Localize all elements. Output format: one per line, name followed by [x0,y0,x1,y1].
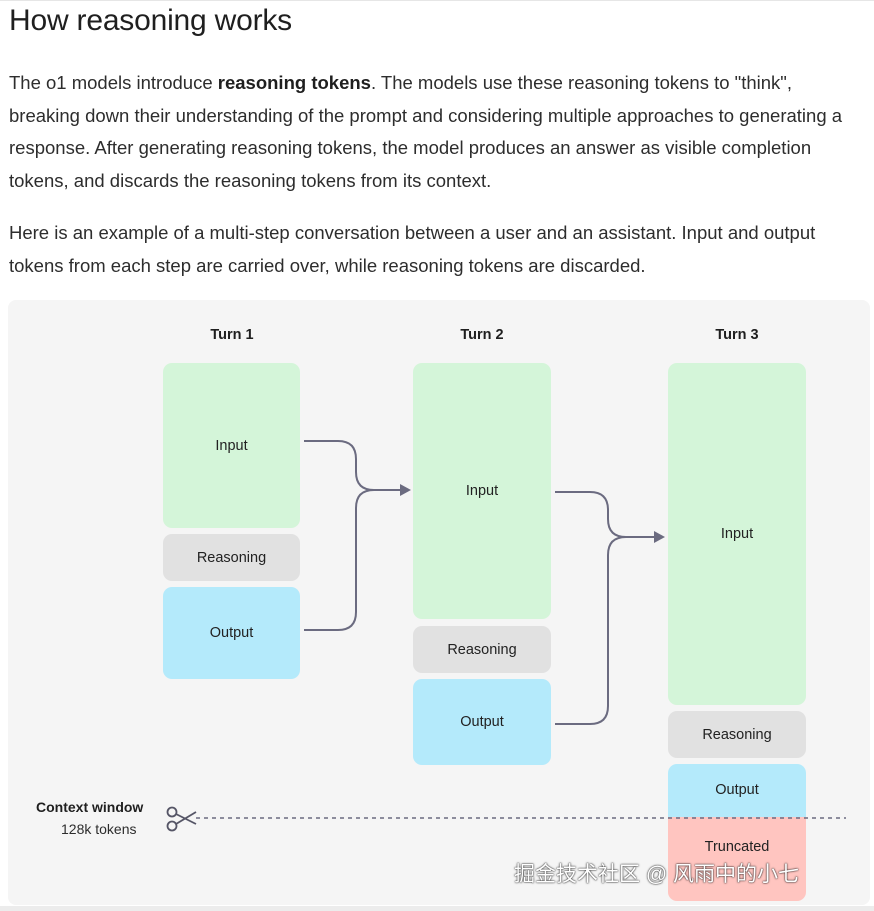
arrow-turn2-input [555,491,654,538]
turn-2-input-label: Input [465,483,499,499]
turn-3-input-label: Input [720,526,754,542]
arrow-turn1-input [304,440,400,491]
turn-3-output-label: Output [715,782,759,798]
arrowhead-turn2 [400,484,411,496]
turn-3-reasoning-block: Reasoning [668,711,806,758]
turn-3-reasoning-label: Reasoning [702,726,772,743]
turn-3-output-block: Output [668,764,806,817]
scissors-icon [166,806,197,832]
intro-paragraph: The o1 models introduce reasoning tokens… [9,67,859,197]
turn-3-truncated-block: Truncated [668,817,806,901]
context-window-size: 128k tokens [61,821,137,837]
context-window-title: Context window [36,799,144,815]
turn-2-reasoning-label: Reasoning [447,641,517,658]
turn-1-output-block: Output [163,587,300,679]
turn-2-title: Turn 2 [460,327,504,343]
turn-1-input-block: Input [163,363,300,528]
turn-1-input-label: Input [215,437,248,454]
arrowhead-turn3 [654,531,665,543]
page-title: How reasoning works [9,4,292,37]
arrow-turn1-output [304,489,400,631]
turn-2-input-block: Input [413,363,551,619]
turn-1-title: Turn 1 [210,327,254,343]
watermark: 掘金技术社区 @ 风雨中的小七 [514,863,799,886]
turn-2-reasoning-block: Reasoning [413,626,551,673]
bottom-divider [0,906,874,911]
turn-2-output-block: Output [413,679,551,765]
turn-1-output-label: Output [209,625,254,641]
turn-1-reasoning-block: Reasoning [163,534,300,581]
top-divider [0,0,874,1]
intro-bold-term: reasoning tokens [217,72,371,93]
turn-3-truncated-label: Truncated [704,839,770,855]
example-paragraph: Here is an example of a multi-step conve… [9,222,816,276]
turn-1-reasoning-label: Reasoning [196,549,267,566]
intro-text-start: The o1 models introduce [9,72,218,93]
intro-text-end: . The models use these reasoning tokens … [9,72,843,191]
turn-3-title: Turn 3 [715,327,759,343]
arrow-turn2-output [555,536,654,725]
turn-2-output-label: Output [460,714,504,730]
turn-3-input-block: Input [668,363,806,705]
